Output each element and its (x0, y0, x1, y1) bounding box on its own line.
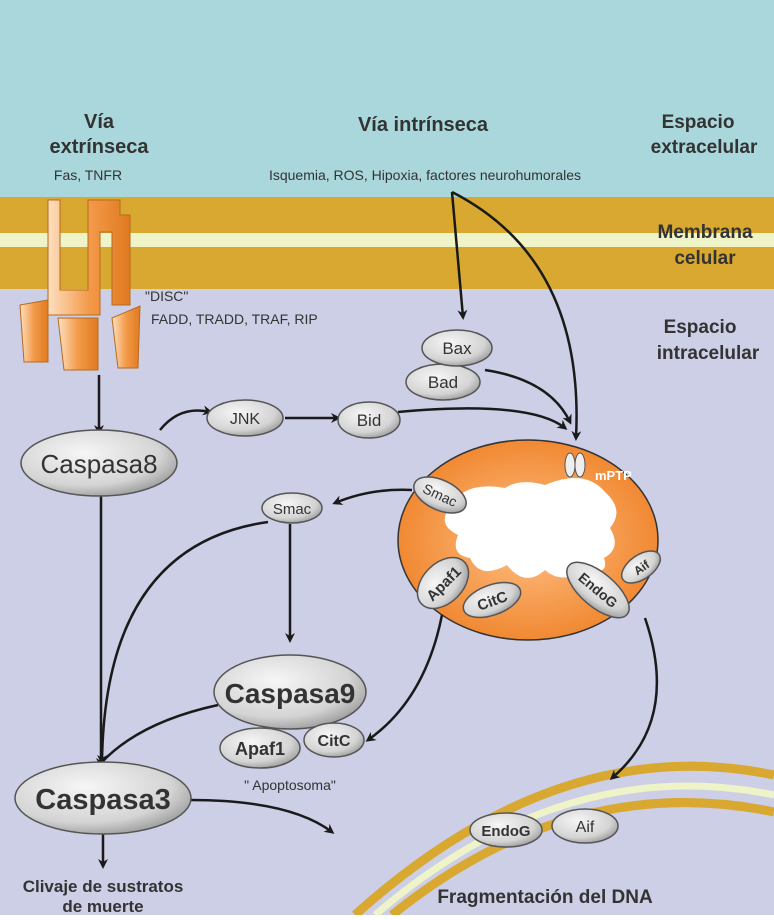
label-disc-proteins: FADD, TRADD, TRAF, RIP (151, 311, 318, 327)
node-aif-nucleus: Aif (552, 809, 618, 843)
svg-text:Caspasa3: Caspasa3 (35, 784, 170, 816)
svg-text:JNK: JNK (230, 411, 261, 428)
mptp-channel (565, 453, 575, 477)
svg-text:Bad: Bad (428, 373, 458, 392)
svg-text:Aif: Aif (576, 819, 595, 836)
svg-text:EndoG: EndoG (481, 823, 530, 840)
label-via-intrinseca: Vía intrínseca (358, 114, 489, 136)
node-jnk: JNK (207, 400, 283, 436)
node-citc: CitC (304, 723, 364, 757)
svg-text:Smac: Smac (273, 501, 312, 518)
node-smac: Smac (262, 493, 322, 523)
node-endog-nucleus: EndoG (470, 813, 542, 847)
label-espacio-intra-2: intracelular (657, 343, 760, 364)
label-apoptosoma: " Apoptosoma" (244, 777, 336, 793)
node-caspasa8: Caspasa8 (21, 430, 177, 496)
label-stimuli: Isquemia, ROS, Hipoxia, factores neurohu… (269, 167, 581, 183)
node-bid: Bid (338, 402, 400, 438)
label-membrana-2: celular (674, 248, 736, 269)
node-bax: Bax (422, 330, 492, 366)
svg-text:CitC: CitC (318, 733, 351, 750)
svg-text:Apaf1: Apaf1 (235, 739, 285, 759)
label-espacio-extra-2: extracelular (651, 137, 758, 158)
label-via-extrinseca-2: extrínseca (50, 136, 150, 158)
label-disc: "DISC" (145, 288, 188, 304)
label-mptp: mPTP (595, 468, 632, 483)
node-caspasa3: Caspasa3 (15, 762, 191, 834)
label-clivaje-2: de muerte (62, 897, 143, 915)
label-fragmentacion: Fragmentación del DNA (437, 887, 653, 908)
mptp-channel (575, 453, 585, 477)
label-espacio-extra-1: Espacio (662, 112, 735, 133)
node-caspasa9: Caspasa9 (214, 655, 366, 729)
label-espacio-intra-1: Espacio (664, 317, 737, 338)
label-via-extrinseca-1: Vía (84, 111, 115, 133)
label-fas-tnfr: Fas, TNFR (54, 167, 122, 183)
label-membrana-1: Membrana (657, 222, 752, 243)
label-clivaje-1: Clivaje de sustratos (23, 877, 184, 896)
svg-text:Bax: Bax (442, 339, 472, 358)
svg-text:Caspasa9: Caspasa9 (225, 678, 356, 709)
svg-text:Caspasa8: Caspasa8 (40, 449, 157, 479)
node-bad: Bad (406, 364, 480, 400)
svg-text:Bid: Bid (357, 411, 382, 430)
node-apaf1: Apaf1 (220, 728, 300, 768)
